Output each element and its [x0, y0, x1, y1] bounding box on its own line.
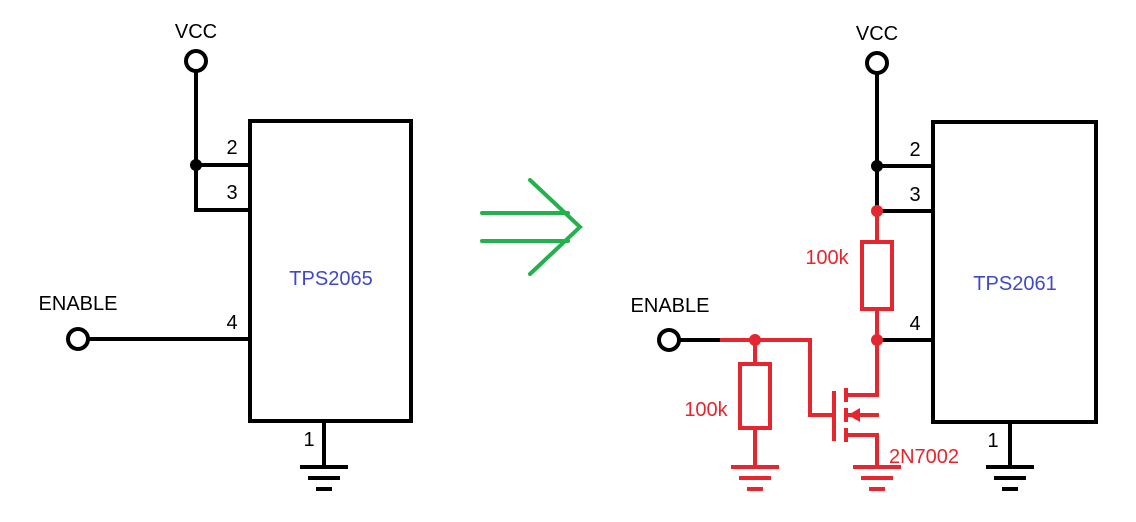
left-junction-dot	[190, 159, 202, 171]
right-pin-2: 2	[909, 139, 920, 161]
pulldown-resistor-label: 100k	[684, 399, 728, 421]
right-chip-box	[931, 120, 1098, 424]
right-enable-label: ENABLE	[631, 295, 710, 317]
left-ground-icon	[300, 419, 348, 491]
right-pin-4: 4	[909, 313, 920, 335]
right-pin-3: 3	[909, 184, 920, 206]
right-ground-icon	[986, 420, 1034, 491]
left-enable-label: ENABLE	[39, 293, 118, 315]
mosfet-label: 2N7002	[889, 446, 959, 468]
mosfet-icon	[832, 338, 879, 469]
pullup-resistor	[860, 240, 894, 311]
pullup-resistor-label: 100k	[805, 247, 849, 269]
right-schematic: VCC TPS2061 2 3 4 1 ENABLE 100k	[631, 23, 1098, 491]
transform-arrow-icon	[480, 178, 583, 276]
red-junction-dot-pin3	[871, 205, 883, 217]
mosfet-ground-icon	[853, 465, 901, 491]
right-enable-terminal	[657, 328, 681, 352]
right-junction-dot-black	[871, 160, 883, 172]
left-pin-3: 3	[226, 182, 237, 204]
pulldown-ground-icon	[731, 465, 779, 491]
left-chip-label: TPS2065	[289, 268, 372, 290]
left-vcc-terminal	[184, 49, 208, 73]
pulldown-resistor	[738, 362, 772, 430]
right-vcc-label: VCC	[856, 23, 898, 45]
right-vcc-terminal	[865, 51, 889, 75]
left-pin-1: 1	[303, 429, 314, 451]
left-pin-4: 4	[226, 312, 237, 334]
added-circuitry: 100k 100k 2N7002	[684, 205, 959, 491]
left-vcc-label: VCC	[175, 21, 217, 43]
left-pin-2: 2	[226, 137, 237, 159]
right-chip-label: TPS2061	[973, 273, 1056, 295]
right-pin-1: 1	[987, 430, 998, 452]
right-vcc-wire	[875, 71, 935, 213]
left-vcc-wire	[194, 69, 252, 212]
left-enable-terminal	[66, 327, 90, 351]
left-schematic: VCC TPS2065 2 3 4 1 ENABLE	[39, 21, 413, 491]
left-chip-box	[248, 119, 413, 423]
